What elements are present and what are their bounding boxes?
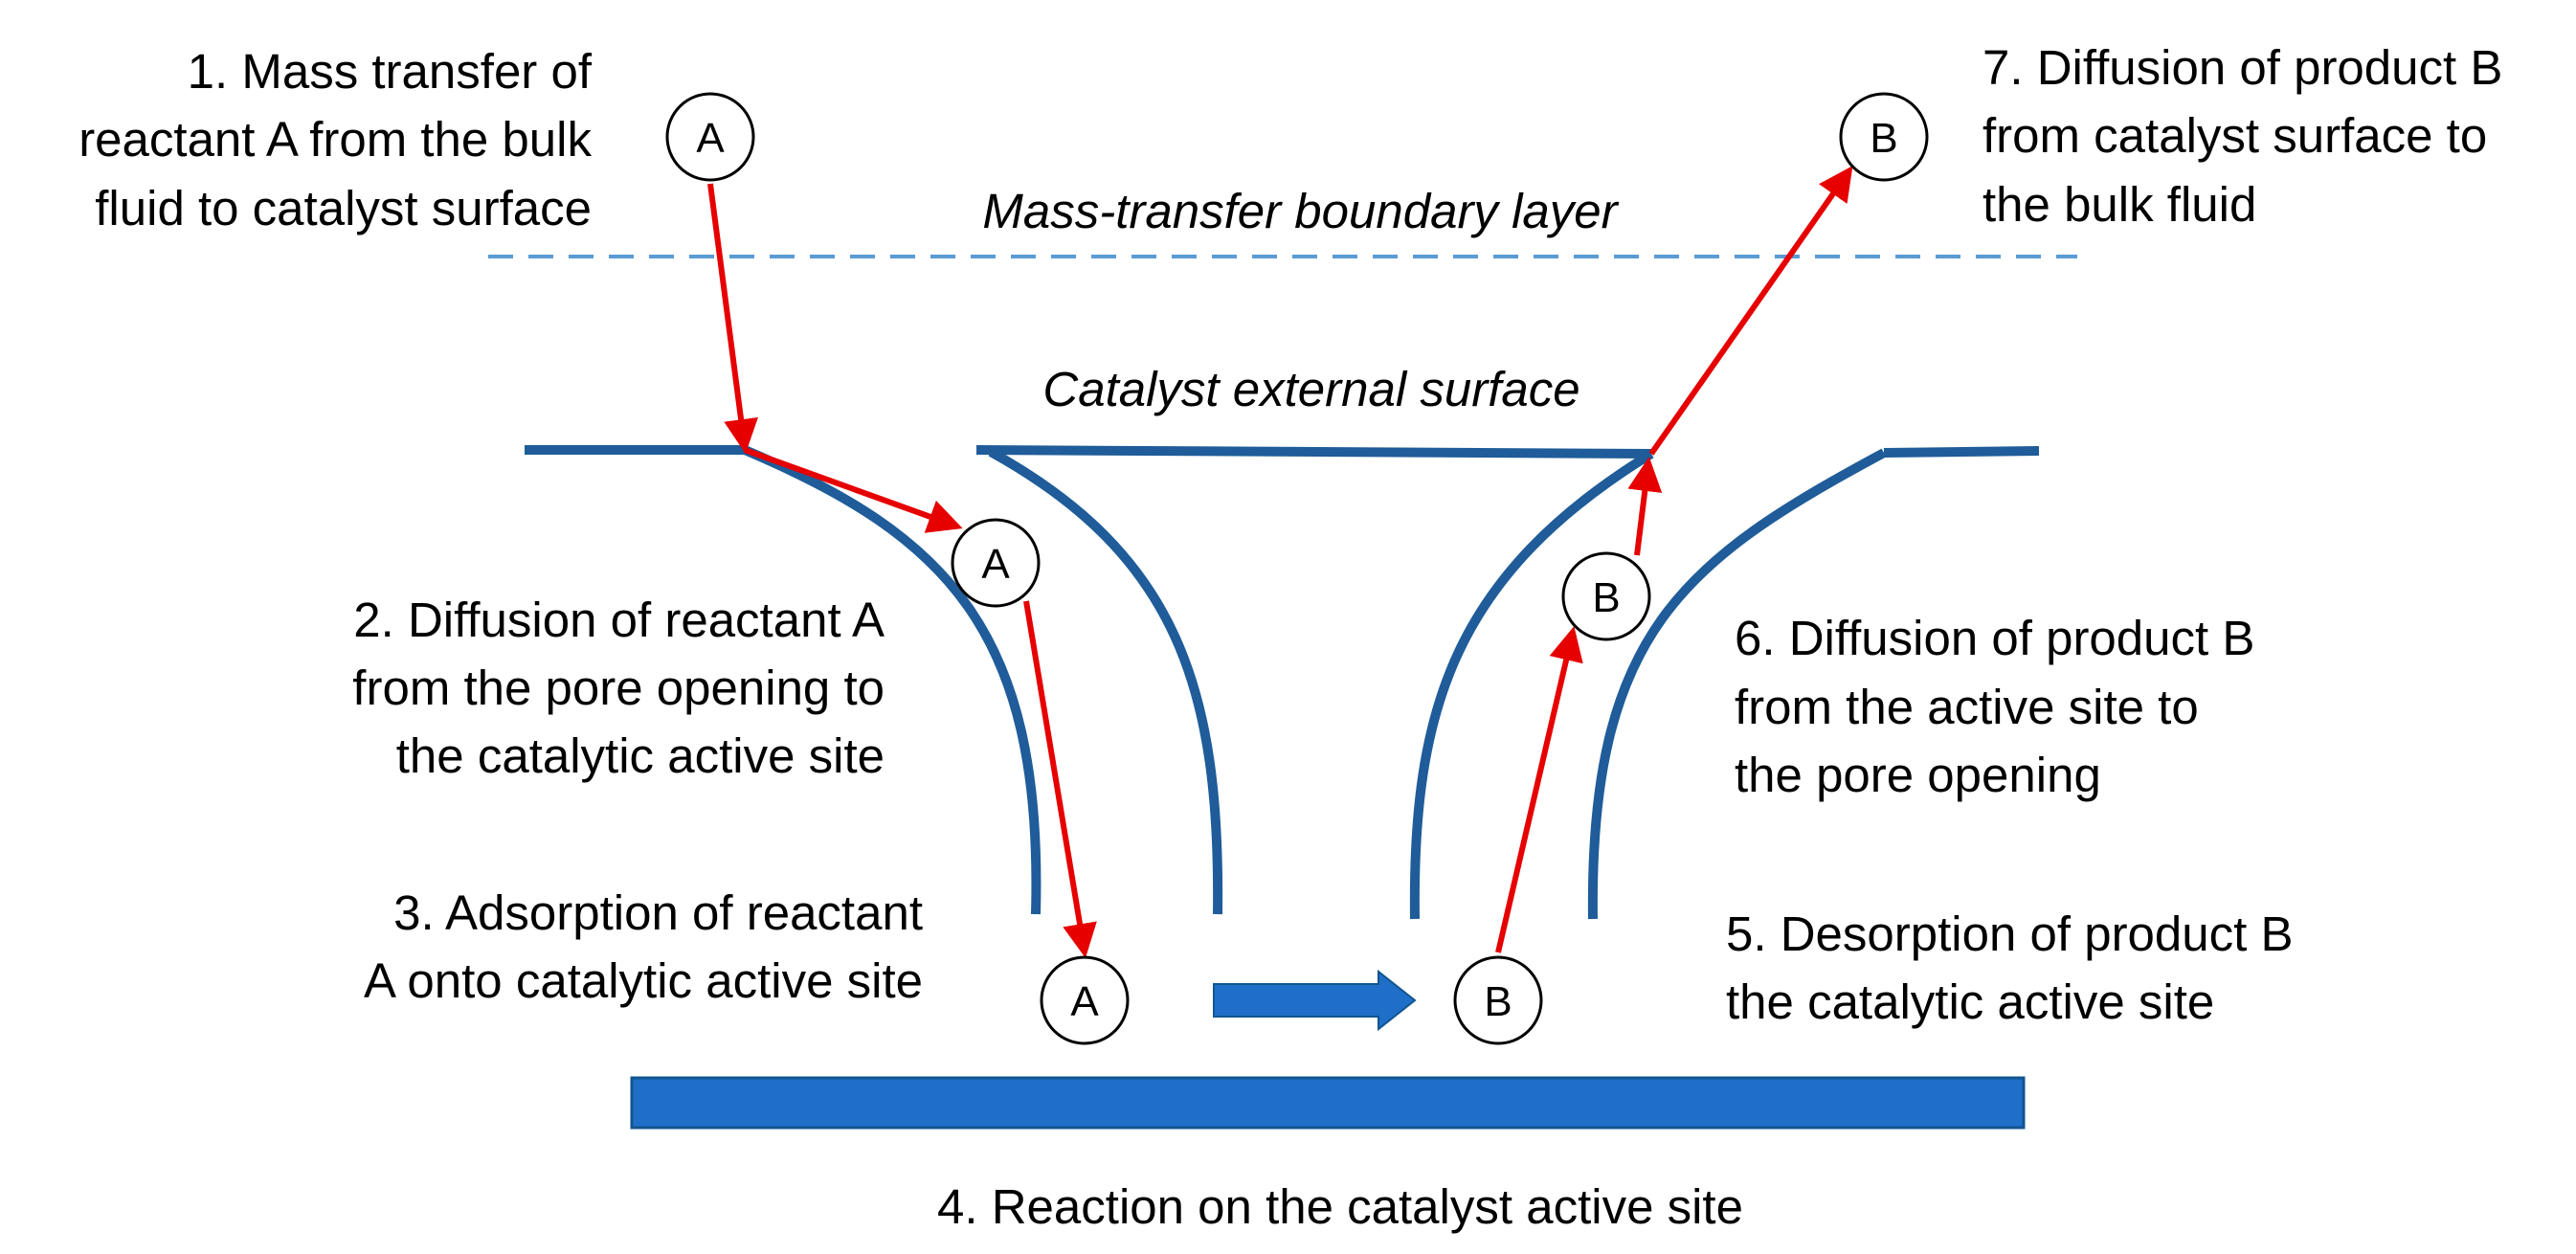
step-5-line-2: the catalytic active site — [1726, 974, 2214, 1029]
external-surface-label: Catalyst external surface — [1042, 362, 1579, 416]
molecule-b-site: B — [1453, 955, 1543, 1045]
arrow-surface-to-bulk — [1648, 166, 1853, 456]
molecule-a-bulk: A — [665, 92, 755, 182]
molecule-b-pore-label: B — [1592, 574, 1620, 621]
step-7-text: 7. Diffusion of product B from catalyst … — [1982, 40, 2502, 232]
pore-wall-inner-right — [1409, 449, 1654, 920]
step-6-line-2: from the active site to — [1735, 680, 2199, 734]
step-2-line-1: 2. Diffusion of reactant A — [353, 593, 885, 647]
step-7-line-3: the bulk fluid — [1982, 177, 2256, 232]
arrow-pore-to-site — [1023, 600, 1097, 958]
molecule-a-pore-label: A — [981, 541, 1010, 588]
reaction-path-arrows — [707, 166, 1853, 958]
step-3-line-1: 3. Adsorption of reactant — [393, 885, 923, 940]
active-site-bar — [630, 1076, 2026, 1130]
boundary-layer-label: Mass-transfer boundary layer — [982, 184, 1619, 238]
external-surface-right — [1883, 446, 2040, 458]
arrow-bulk-to-surface — [707, 183, 758, 454]
arrow-site-to-pore — [1495, 626, 1583, 953]
step-2-line-3: the catalytic active site — [396, 728, 885, 783]
step-2-line-2: from the pore opening to — [352, 661, 885, 715]
molecule-a-site: A — [1040, 955, 1130, 1045]
step-1-line-3: fluid to catalyst surface — [95, 181, 592, 235]
step-7-line-2: from catalyst surface to — [1982, 108, 2487, 163]
molecule-b-bulk: B — [1839, 92, 1929, 182]
pore-wall-inner-left — [988, 447, 1223, 915]
step-6-text: 6. Diffusion of product B from the activ… — [1735, 611, 2254, 802]
external-surface-middle — [975, 445, 1652, 459]
pore-wall-outer-right — [1587, 448, 1887, 920]
arrow-surface-to-pore — [743, 447, 963, 533]
molecule-b-bulk-label: B — [1870, 115, 1897, 162]
step-5-line-1: 5. Desorption of product B — [1726, 907, 2294, 961]
molecule-a-pore: A — [951, 518, 1041, 608]
step-1-line-1: 1. Mass transfer of — [188, 44, 593, 99]
molecule-a-bulk-label: A — [696, 115, 725, 162]
molecule-b-site-label: B — [1484, 978, 1512, 1025]
reaction-arrow-icon — [1213, 969, 1417, 1032]
pore-wall-outer-left — [743, 445, 1042, 915]
step-7-line-1: 7. Diffusion of product B — [1982, 40, 2502, 95]
pore-walls — [525, 445, 2040, 920]
step-6-line-1: 6. Diffusion of product B — [1735, 611, 2254, 665]
step-3-line-2: A onto catalytic active site — [364, 953, 923, 1008]
step-1-text: 1. Mass transfer of reactant A from the … — [78, 44, 593, 235]
step-3-text: 3. Adsorption of reactant A onto catalyt… — [364, 885, 923, 1008]
molecule-a-site-label: A — [1070, 978, 1099, 1025]
step-2-text: 2. Diffusion of reactant A from the pore… — [352, 593, 885, 783]
step-5-text: 5. Desorption of product B the catalytic… — [1726, 907, 2294, 1029]
molecule-b-pore: B — [1561, 551, 1651, 641]
step-1-line-2: reactant A from the bulk — [78, 112, 592, 167]
step-4-text: 4. Reaction on the catalyst active site — [937, 1179, 1743, 1234]
step-6-line-3: the pore opening — [1735, 748, 2101, 802]
arrow-pore-to-surface — [1627, 457, 1663, 556]
